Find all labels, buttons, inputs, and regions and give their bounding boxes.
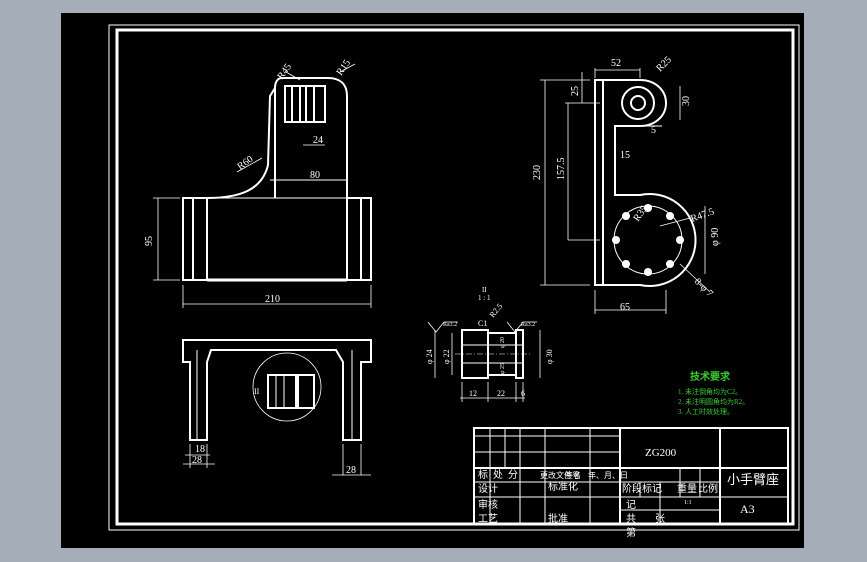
dim-r47-5: R47.5 — [689, 206, 715, 225]
tb-process: 工艺 — [478, 513, 498, 525]
side-view-dims — [540, 68, 711, 314]
dim-dia22: φ 22 — [442, 349, 451, 364]
front-view-dims — [183, 444, 371, 476]
dim-r25: R25 — [654, 55, 674, 75]
tech-requirements: 技术要求 1. 未注倒角均为C2。 2. 未注明圆角均为R2。 3. 人工时效处… — [678, 370, 749, 416]
dim-157-5: 157.5 — [556, 158, 567, 181]
tech-req-title: 技术要求 — [690, 370, 731, 383]
top-view-dims — [153, 63, 372, 308]
engineering-drawing: R45 R15 24 R60 80 95 210 18 28 28 II 52 … — [108, 24, 800, 539]
dim-95: 95 — [144, 236, 155, 246]
tb-standardized: 标准化 — [548, 480, 578, 493]
tb-total: 共 — [626, 513, 636, 525]
dim-52: 52 — [611, 58, 621, 69]
tb-weight: 重量 — [677, 482, 697, 495]
dim-18: 18 — [195, 444, 205, 455]
front-view — [182, 339, 372, 441]
tech-req-item-2: 2. 未注明圆角均为R2。 — [678, 397, 749, 406]
dim-25: 25 — [570, 86, 581, 96]
tb-cell-count: 处 — [493, 469, 503, 481]
tb-scale-label: 比例 — [698, 482, 718, 495]
side-view — [594, 79, 697, 287]
dim-28-left: 28 — [192, 455, 202, 466]
dim-30: 30 — [681, 96, 692, 106]
detail-dims — [427, 321, 541, 402]
material-label: ZG200 — [645, 447, 677, 459]
title-block — [473, 427, 789, 525]
dim-28-right: 28 — [346, 465, 356, 476]
dim-dia90: φ 90 — [710, 228, 721, 246]
roughness-right: Ra3.2 — [521, 322, 535, 328]
dim-r2-5: R2.5 — [488, 302, 505, 320]
tech-req-item-3: 3. 人工时效处理。 — [678, 407, 734, 416]
dim-c1: C1 — [478, 319, 487, 328]
dim-12: 12 — [469, 389, 477, 398]
tb-approve: 批准 — [548, 512, 568, 525]
dim-mid-b: φ 25 — [500, 363, 506, 374]
detail-scale: 1 : 1 — [478, 294, 491, 302]
tb-designer: 设计 — [478, 482, 498, 495]
dim-r60: R60 — [235, 154, 255, 173]
detail-circle — [252, 352, 322, 422]
dim-r15: R15 — [334, 58, 353, 78]
tb-cell-sign: 签名 — [565, 470, 581, 480]
tb-stage-mark: 阶段标记 — [622, 482, 662, 495]
dim-holes: 8-φ 7 — [692, 276, 715, 299]
top-view — [182, 77, 372, 282]
outer-border — [108, 24, 800, 531]
tb-cell-zone: 分 — [508, 469, 518, 481]
tb-marker: 记 — [626, 499, 636, 511]
tb-cell-change-doc: 更改文件号 — [540, 470, 580, 480]
detail-view — [455, 329, 530, 379]
dim-6: 6 — [521, 389, 525, 398]
dim-dia24: φ 24 — [425, 349, 434, 364]
tech-req-item-1: 1. 未注倒角均为C2。 — [678, 387, 742, 396]
sheet-size: A3 — [740, 502, 755, 516]
tb-scale-value: 1:1 — [684, 500, 692, 506]
dim-65: 65 — [620, 302, 630, 313]
dim-230: 230 — [532, 165, 543, 180]
tb-page: 第 — [626, 526, 636, 539]
roughness-left: Ra3.2 — [443, 322, 457, 328]
dim-5: 5 — [651, 125, 656, 136]
detail-title: II — [482, 286, 487, 294]
tb-sheets: 张 — [655, 513, 665, 525]
dim-15: 15 — [620, 150, 630, 161]
tb-cell-mark: 标 — [478, 469, 488, 481]
dim-dia30: φ 30 — [545, 349, 554, 364]
dim-24: 24 — [313, 135, 323, 146]
detail-ref-label: II — [254, 387, 260, 396]
part-name: 小手臂座 — [727, 472, 779, 487]
side-view-holes — [612, 204, 684, 276]
dim-80: 80 — [310, 170, 320, 181]
tb-cell-date: 年、月、日 — [588, 470, 628, 480]
drawing-viewport: R45 R15 24 R60 80 95 210 18 28 28 II 52 … — [61, 13, 804, 548]
dim-22: 22 — [497, 389, 505, 398]
dim-mid-a: φ 20 — [500, 337, 506, 348]
tb-check: 审核 — [478, 498, 498, 511]
inner-border — [115, 28, 795, 526]
dim-210: 210 — [265, 294, 280, 305]
